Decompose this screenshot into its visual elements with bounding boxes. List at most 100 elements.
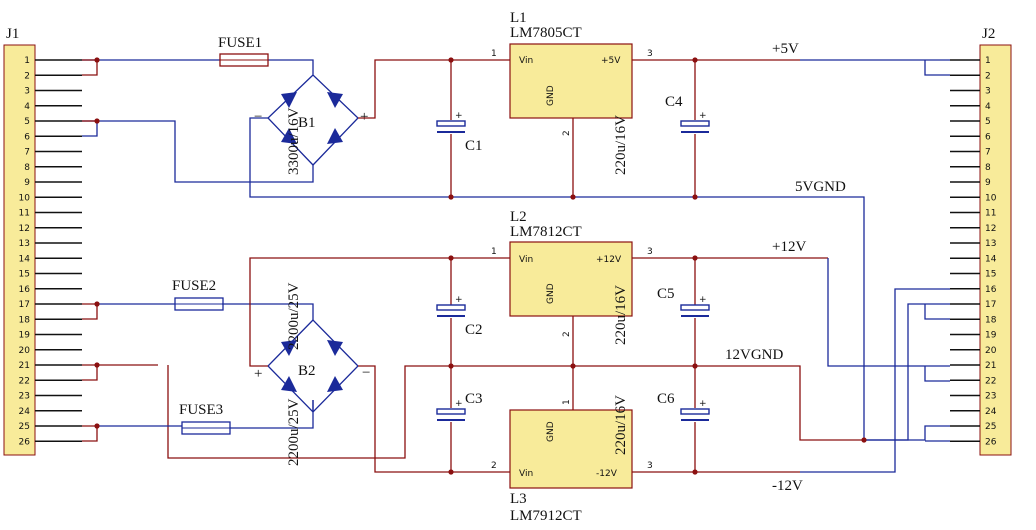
junction-dot [692, 363, 698, 369]
connector-j2-label: J2 [982, 26, 995, 42]
connector-j1-pin-label: 21 [19, 361, 30, 371]
fuse2-label: FUSE2 [172, 278, 216, 294]
capacitor-c4-polarity: + [699, 111, 707, 121]
connector-j1-pins: 1234567891011121314151617181920212223242… [19, 56, 82, 447]
connector-j2-pin-label: 5 [985, 117, 991, 127]
regulator-l1-part: LM7805CT [510, 25, 582, 41]
connector-j1-body [3, 44, 36, 456]
bridge-b1-diode-2 [327, 92, 343, 108]
connector-j2-pin-label: 23 [985, 392, 996, 402]
connector-j2-pin-label: 2 [985, 71, 991, 81]
fuse1-label: FUSE1 [218, 35, 262, 51]
fuse1: FUSE1 [218, 35, 269, 67]
connector-j1-pin-label: 6 [24, 132, 30, 142]
capacitor-c5-value: 220u/16V [613, 285, 629, 345]
wire-12vgnd-j2 [864, 303, 950, 441]
regulator-l1-pin-in: 1 [491, 49, 497, 59]
junction-dot [570, 194, 576, 200]
bridge-b2-minus: − [362, 365, 370, 381]
connector-j2-pin-label: 14 [985, 254, 997, 264]
bridge-b1-plus: + [360, 109, 368, 125]
connector-j2-pin-label: 17 [985, 300, 996, 310]
bridge-b2-diode-3 [281, 376, 297, 392]
junction-dot [692, 194, 698, 200]
wire-b1-plus-vin [358, 59, 510, 119]
wire-b2-minus-vin [358, 365, 510, 473]
bridge-b1-diode-1 [281, 92, 297, 108]
wire-j1-pin21-22 [82, 364, 98, 381]
bridge-b2-label: B2 [298, 363, 316, 379]
connector-j1-pin-label: 25 [19, 422, 30, 432]
capacitor-c2-polarity: + [455, 295, 463, 305]
connector-j1-pin-label: 4 [24, 102, 30, 112]
connector-j1-pin-label: 12 [19, 224, 30, 234]
regulator-l2-vout: +12V [596, 255, 622, 265]
wire-b2-plus-vin [249, 257, 510, 367]
connector-j2-pin-label: 20 [985, 346, 997, 356]
wire-b1-minus-5vgnd [249, 117, 865, 440]
capacitor-c1-polarity: + [455, 111, 463, 121]
connector-j2-pin-label: 18 [985, 315, 997, 325]
capacitors: +C13300u/16V+C22200u/25V+C32200u/25V+C42… [286, 94, 710, 466]
connector-j1-pin-label: 24 [19, 407, 31, 417]
connector-j2-pin-label: 11 [985, 209, 996, 219]
connector-j2-pin-label: 1 [985, 56, 991, 66]
capacitor-c6-label: C6 [657, 391, 675, 407]
regulator-l3-vout: -12V [596, 469, 618, 479]
regulator-l1-pin-gnd: 2 [562, 130, 572, 136]
fuse2: FUSE2 [172, 278, 224, 311]
capacitor-c5-plate-pos [680, 304, 710, 311]
connector-j1-pin-label: 15 [19, 270, 30, 280]
capacitor-c2-value: 2200u/25V [286, 282, 302, 350]
connector-j2-pin-label: 7 [985, 148, 991, 158]
capacitor-c4-value: 220u/16V [613, 115, 629, 175]
regulator-l3-pin-out: 3 [647, 461, 653, 471]
connector-j1-pin-label: 19 [19, 331, 31, 341]
bridge-b2-diode-4 [327, 376, 343, 392]
regulator-l2-vin: Vin [519, 255, 533, 265]
bridge-b1-label: B1 [298, 115, 316, 131]
connector-j1-pin-label: 14 [19, 254, 31, 264]
regulator-l3: L3 LM7912CT Vin -12V GND 2 3 1 [491, 399, 653, 524]
input-wiring [82, 59, 864, 459]
regulator-l2-pin-in: 1 [491, 247, 497, 257]
bridge-b2-ac [287, 303, 314, 412]
connector-j1-pin-label: 7 [24, 148, 30, 158]
connector-j1-pin-label: 23 [19, 392, 30, 402]
connector-j1-pin-label: 17 [19, 300, 30, 310]
capacitor-c4-plate-pos [680, 120, 710, 127]
junction-dot [94, 57, 100, 63]
capacitor-c3-polarity: + [455, 399, 463, 409]
regulator-l3-pin-in: 2 [491, 461, 497, 471]
capacitor-c2-label: C2 [465, 322, 483, 338]
connector-j2-body [979, 44, 1012, 456]
connector-j1-pin-label: 5 [24, 117, 30, 127]
connector-j2-pin-label: 15 [985, 270, 996, 280]
wire-l1-caps [450, 60, 696, 197]
regulator-l2-ref: L2 [510, 209, 527, 225]
connector-j1-pin-label: 18 [19, 315, 31, 325]
capacitor-c3-plate-pos [436, 408, 466, 415]
connector-j1-pin-label: 1 [24, 56, 30, 66]
capacitor-c6-polarity: + [699, 399, 707, 409]
connector-j2-pin-label: 25 [985, 422, 996, 432]
connector-j2-pin-label: 3 [985, 87, 991, 97]
wire-ct-12vgnd [97, 364, 864, 459]
junction-dot [448, 255, 454, 261]
connector-j2-pin-label: 22 [985, 376, 996, 386]
capacitor-c3-value: 2200u/25V [286, 398, 302, 466]
regulator-l1-gnd: GND [546, 85, 556, 106]
regulator-l3-ref: L3 [510, 491, 527, 507]
rails [450, 59, 950, 473]
bridge-b1: B1 + − [254, 59, 368, 166]
regulator-l3-body [509, 409, 633, 489]
bridge-b2-diode-2 [327, 340, 343, 356]
connector-j2-pin-label: 21 [985, 361, 996, 371]
connector-j1-pin-label: 22 [19, 376, 30, 386]
connector-j2-pin-label: 9 [985, 178, 991, 188]
bridge-b2-diode-1 [281, 340, 297, 356]
